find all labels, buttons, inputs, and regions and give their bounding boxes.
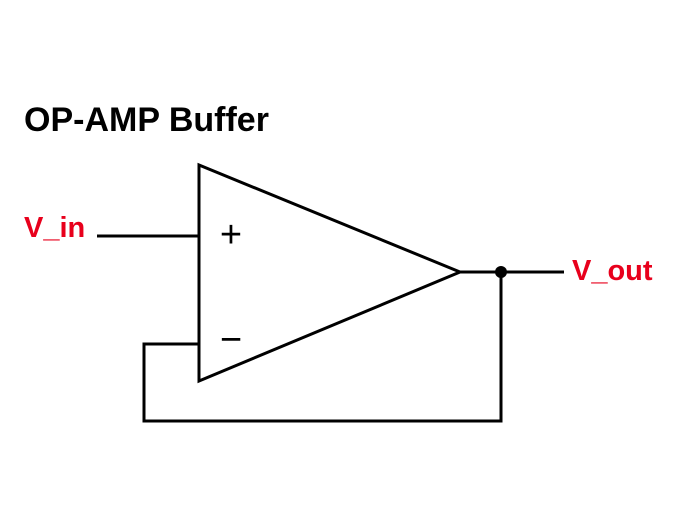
input-label: V_in xyxy=(24,212,85,244)
op-amp-triangle xyxy=(197,162,464,384)
output-label: V_out xyxy=(572,255,653,287)
minus-sign: − xyxy=(220,319,242,361)
diagram-title: OP-AMP Buffer xyxy=(24,101,269,139)
plus-sign: + xyxy=(220,214,242,256)
junction-dot xyxy=(495,266,507,278)
feedback-wire xyxy=(142,272,503,423)
